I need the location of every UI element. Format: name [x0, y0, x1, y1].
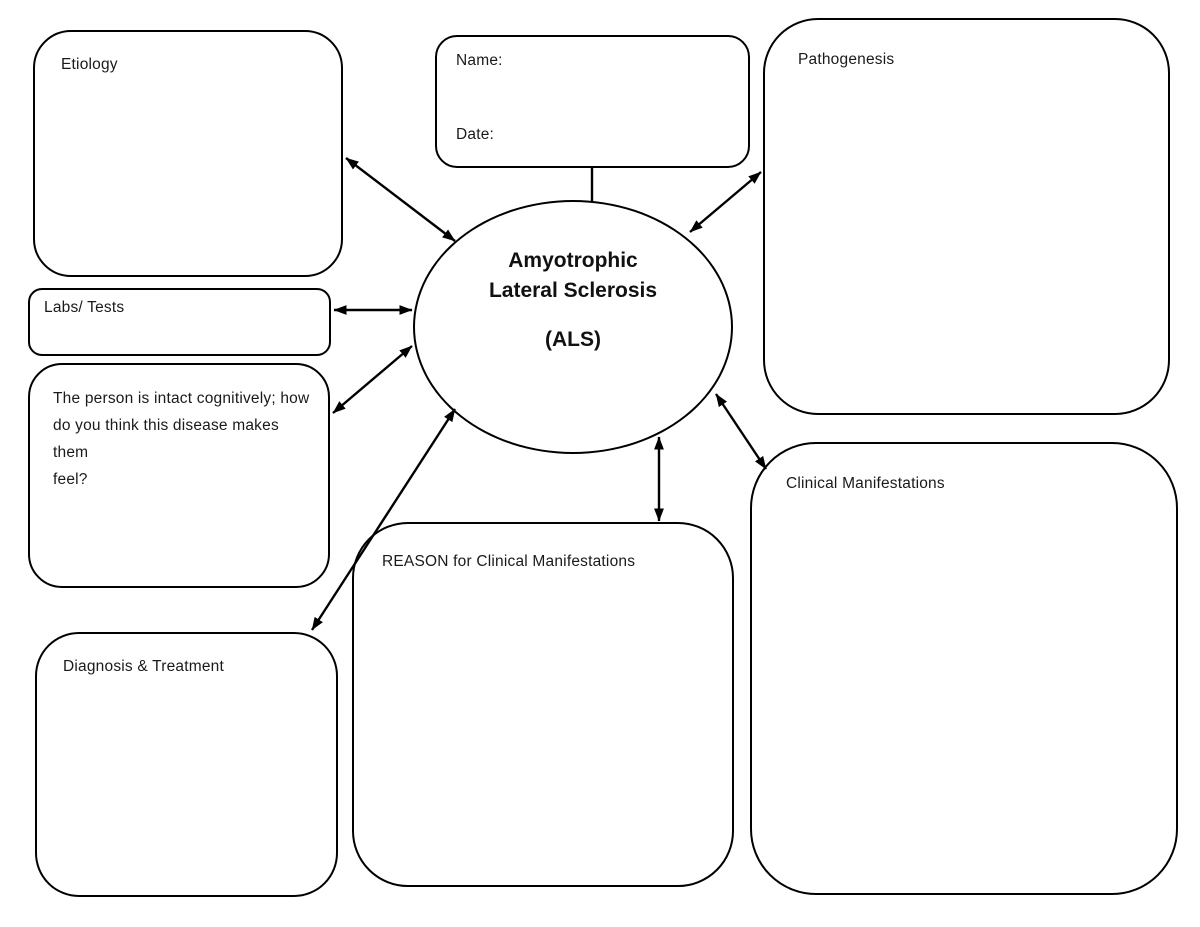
- cognitive-question-line2: do you think this disease makes them: [53, 417, 279, 461]
- clinical-manifestations-box: Clinical Manifestations: [750, 442, 1178, 895]
- connector-clinical-manifestations: [715, 393, 767, 470]
- central-topic-line2: Lateral Sclerosis: [488, 279, 658, 302]
- central-topic-line1: Amyotrophic: [508, 249, 638, 272]
- connector-etiology: [345, 157, 456, 242]
- pathogenesis-label: Pathogenesis: [798, 51, 895, 68]
- cognitive-question-line1: The person is intact cognitively; how: [53, 390, 310, 407]
- cognitive-question-line3: feel?: [53, 471, 88, 488]
- name-date-box: Name: Date:: [435, 35, 750, 168]
- etiology-label: Etiology: [61, 56, 118, 73]
- labs-tests-label: Labs/ Tests: [44, 299, 125, 316]
- clinical-manifestations-label: Clinical Manifestations: [786, 475, 945, 492]
- cognitive-question-box: The person is intact cognitively; how do…: [28, 363, 330, 588]
- reason-label: REASON for Clinical Manifestations: [382, 553, 636, 570]
- date-label: Date:: [456, 126, 495, 143]
- diagnosis-treatment-label: Diagnosis & Treatment: [63, 658, 224, 675]
- name-label: Name:: [456, 52, 503, 69]
- diagnosis-treatment-box: Diagnosis & Treatment: [35, 632, 338, 897]
- labs-tests-box: Labs/ Tests: [28, 288, 331, 356]
- central-topic-ellipse: Amyotrophic Lateral Sclerosis (ALS): [413, 200, 733, 454]
- pathogenesis-box: Pathogenesis: [763, 18, 1170, 415]
- connector-cognitive-question: [332, 345, 413, 414]
- etiology-box: Etiology: [33, 30, 343, 277]
- central-topic-acronym: (ALS): [545, 328, 601, 351]
- connector-pathogenesis: [689, 171, 762, 233]
- reason-box: REASON for Clinical Manifestations: [352, 522, 734, 887]
